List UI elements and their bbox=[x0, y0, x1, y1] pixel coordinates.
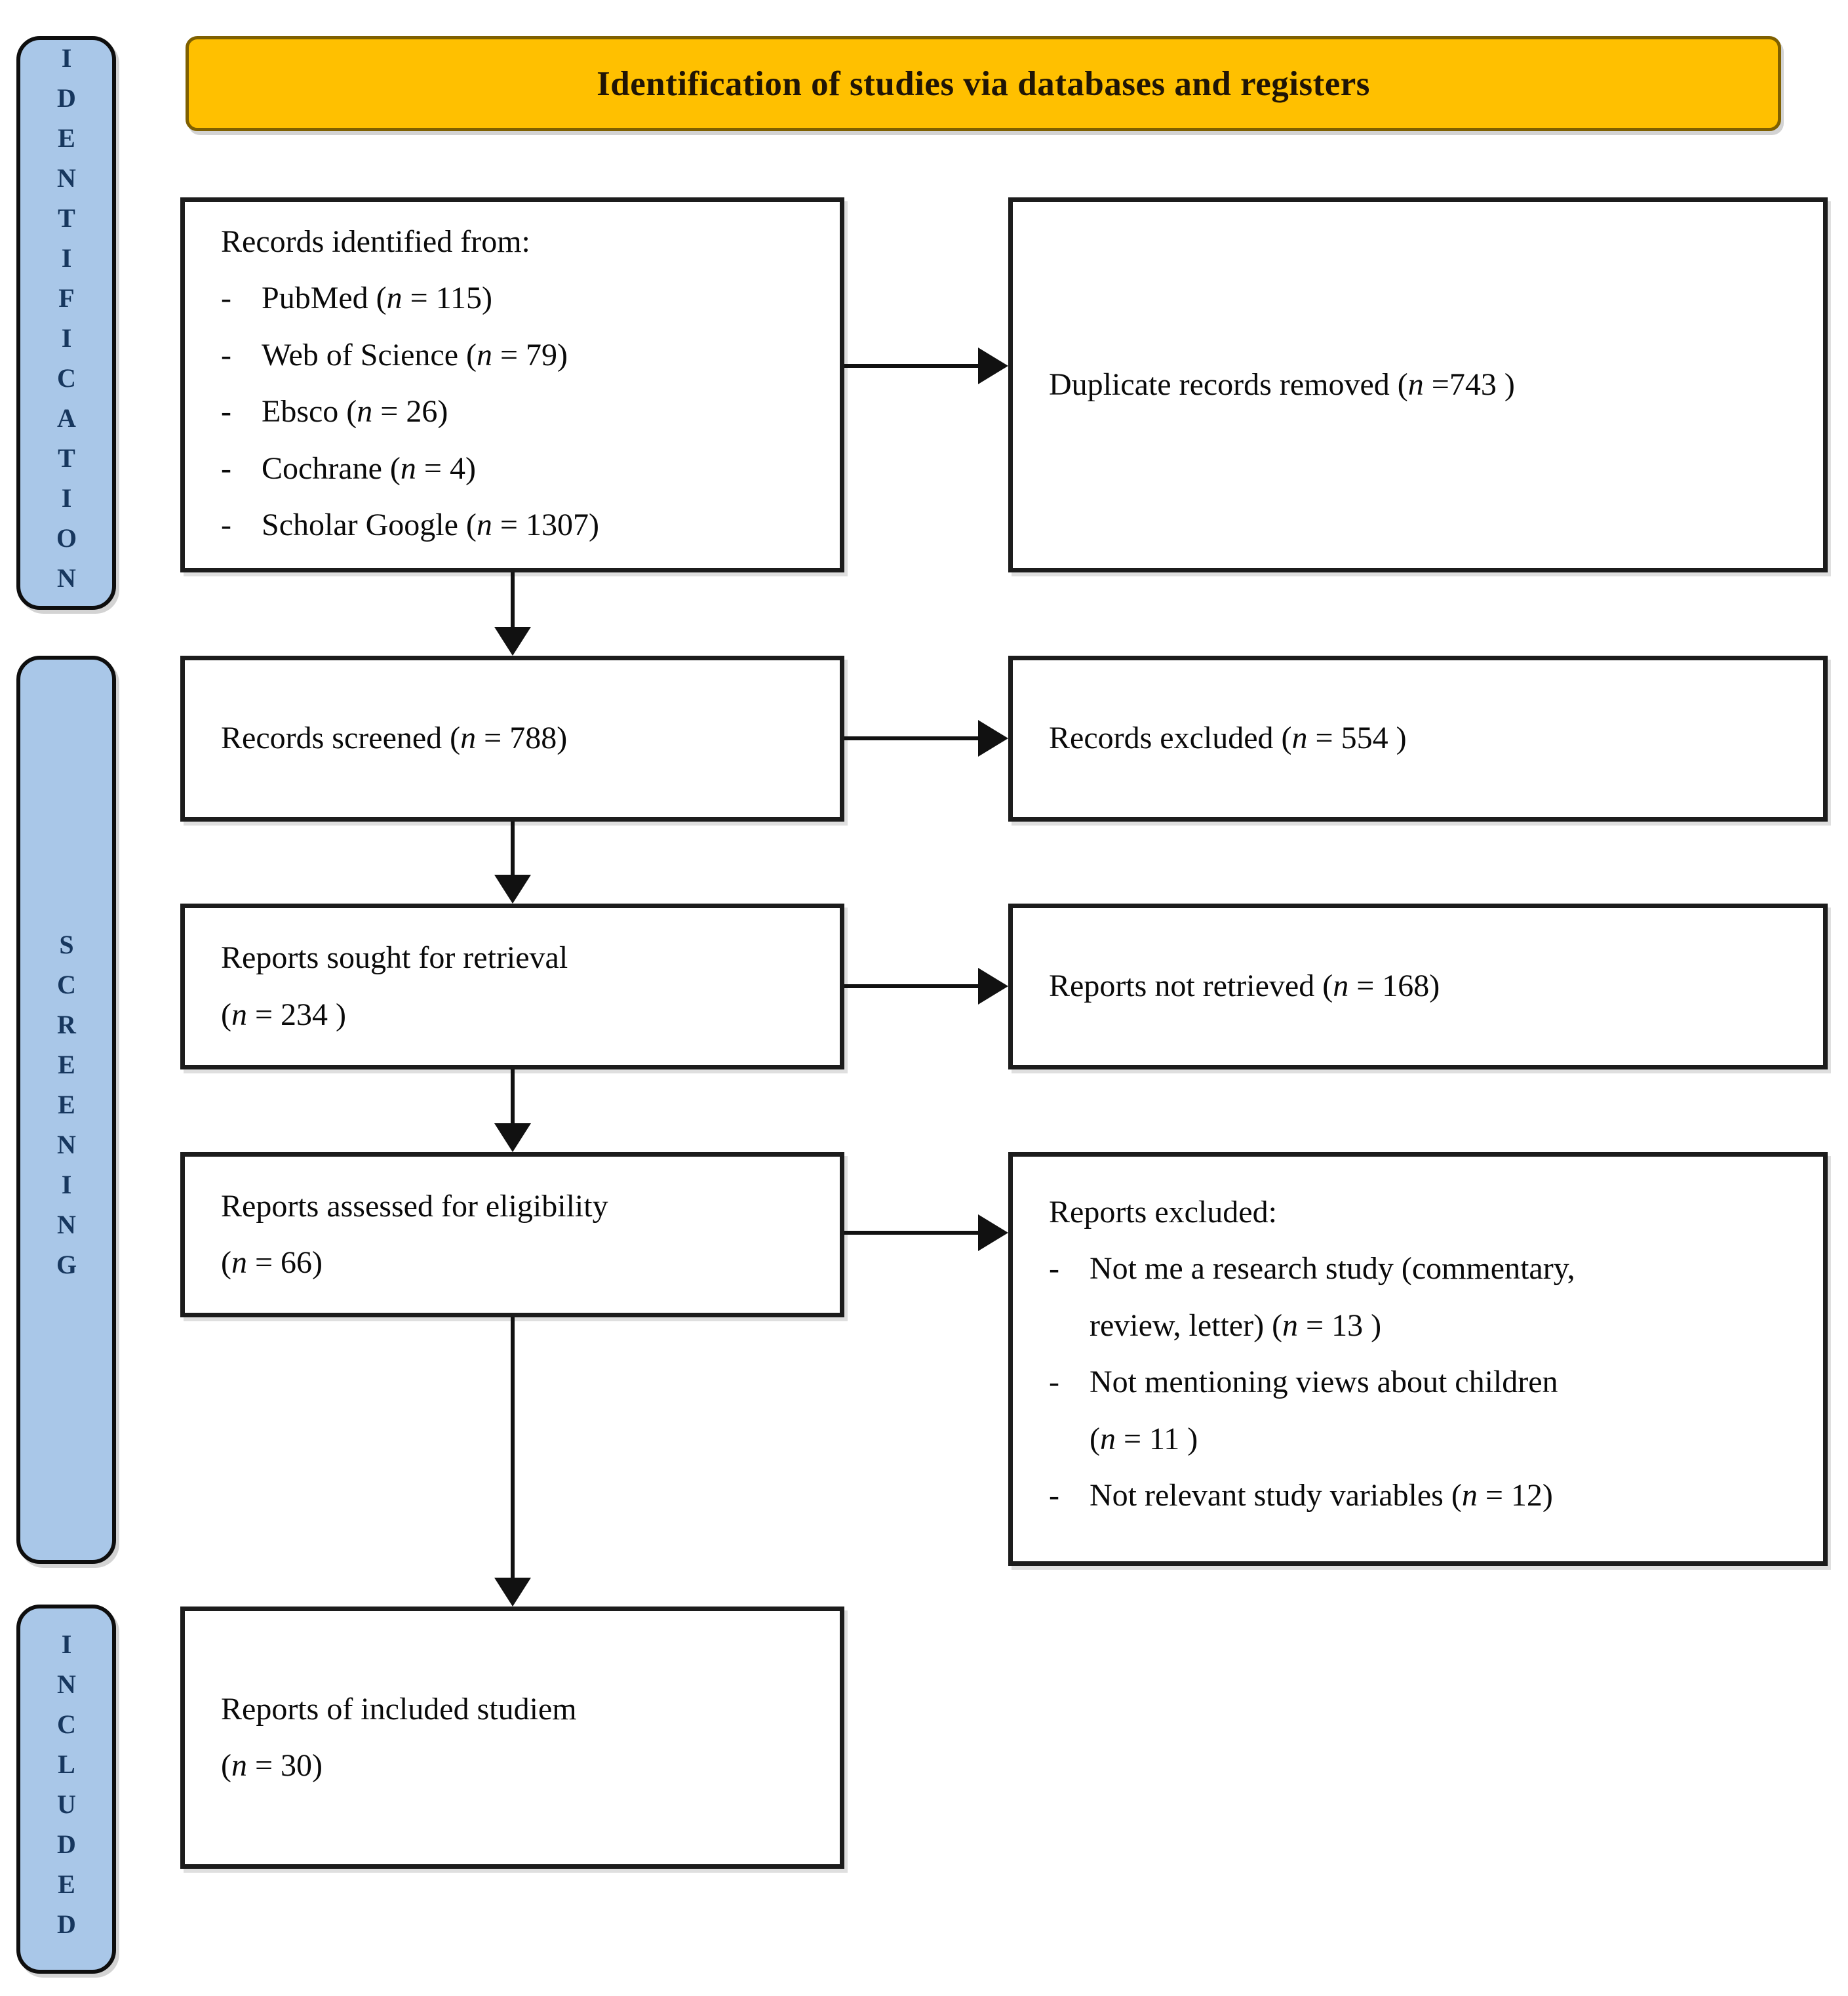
box-reports-sought: Reports sought for retrieval (n = 234 ) bbox=[180, 904, 844, 1069]
exclusion-reason-not-relevant-variables: Not relevant study variables (n = 12) bbox=[1090, 1477, 1553, 1513]
stage-included: INCLUDED bbox=[16, 1605, 116, 1974]
list-item: - Not me a research study (commentary, r… bbox=[1049, 1241, 1797, 1354]
source-pubmed: PubMed (n = 115) bbox=[262, 281, 492, 316]
box-reports-not-retrieved: Reports not retrieved (n = 168) bbox=[1008, 904, 1828, 1069]
arrow-sought-to-assessed-line bbox=[511, 1069, 515, 1126]
bullet-dash: - bbox=[1049, 1365, 1059, 1400]
box-records-identified: Records identified from: - PubMed (n = 1… bbox=[180, 197, 844, 572]
arrow-identified-to-screened-head-icon bbox=[494, 627, 531, 656]
bullet-dash: - bbox=[221, 337, 231, 372]
arrow-screened-to-sought-line bbox=[511, 822, 515, 877]
arrow-assessed-to-included-line bbox=[511, 1317, 515, 1580]
reports-not-retrieved-text: Reports not retrieved (n = 168) bbox=[1049, 968, 1440, 1004]
list-item: - Cochrane (n = 4) bbox=[221, 441, 814, 497]
list-item: - Ebsco (n = 26) bbox=[221, 384, 814, 440]
arrow-sought-to-assessed-head-icon bbox=[494, 1123, 531, 1152]
source-scholar-google: Scholar Google (n = 1307) bbox=[262, 507, 599, 542]
source-cochrane: Cochrane (n = 4) bbox=[262, 450, 476, 486]
exclusion-reason-not-research-study: Not me a research study (commentary, rev… bbox=[1090, 1251, 1575, 1343]
exclusion-reason-not-mentioning-views: Not mentioning views about children (n =… bbox=[1090, 1365, 1558, 1456]
arrow-identified-to-screened-line bbox=[511, 572, 515, 629]
list-item: - Not relevant study variables (n = 12) bbox=[1049, 1467, 1797, 1524]
records-screened-text: Records screened (n = 788) bbox=[221, 721, 568, 756]
box-records-excluded: Records excluded (n = 554 ) bbox=[1008, 656, 1828, 822]
records-identified-heading: Records identified from: bbox=[221, 224, 530, 259]
stage-identification-label: IDENTIFICATION bbox=[52, 43, 81, 603]
stage-identification: IDENTIFICATION bbox=[16, 36, 116, 610]
box-records-screened: Records screened (n = 788) bbox=[180, 656, 844, 822]
title-banner-text: Identification of studies via databases … bbox=[597, 64, 1370, 103]
arrow-sought-to-not-retrieved-head-icon bbox=[978, 968, 1008, 1005]
arrow-screened-to-excluded-head-icon bbox=[978, 720, 1008, 757]
list-item: - Scholar Google (n = 1307) bbox=[221, 497, 814, 553]
arrow-assessed-to-excluded-line bbox=[844, 1231, 981, 1235]
arrow-assessed-to-excluded-head-icon bbox=[978, 1214, 1008, 1251]
records-excluded-text: Records excluded (n = 554 ) bbox=[1049, 721, 1407, 756]
arrow-screened-to-sought-head-icon bbox=[494, 875, 531, 904]
title-banner: Identification of studies via databases … bbox=[186, 36, 1781, 131]
reports-sought-text: Reports sought for retrieval (n = 234 ) bbox=[221, 940, 568, 1032]
bullet-dash: - bbox=[221, 281, 231, 316]
arrow-assessed-to-included-head-icon bbox=[494, 1578, 531, 1607]
box-reports-assessed: Reports assessed for eligibility (n = 66… bbox=[180, 1152, 844, 1317]
bullet-dash: - bbox=[1049, 1251, 1059, 1287]
stage-screening-label: SCREENING bbox=[52, 930, 81, 1290]
source-ebsco: Ebsco (n = 26) bbox=[262, 394, 448, 429]
duplicates-removed-text: Duplicate records removed (n =743 ) bbox=[1049, 367, 1515, 402]
arrow-screened-to-excluded-line bbox=[844, 736, 981, 740]
arrow-identified-to-duplicates-head-icon bbox=[978, 348, 1008, 384]
box-duplicates-removed: Duplicate records removed (n =743 ) bbox=[1008, 197, 1828, 572]
box-reports-excluded: Reports excluded: - Not me a research st… bbox=[1008, 1152, 1828, 1566]
bullet-dash: - bbox=[221, 394, 231, 429]
arrow-identified-to-duplicates-line bbox=[844, 364, 981, 368]
bullet-dash: - bbox=[1049, 1477, 1059, 1513]
arrow-sought-to-not-retrieved-line bbox=[844, 984, 981, 988]
box-reports-included: Reports of included studiem (n = 30) bbox=[180, 1607, 844, 1869]
source-web-of-science: Web of Science (n = 79) bbox=[262, 337, 568, 372]
reports-assessed-text: Reports assessed for eligibility (n = 66… bbox=[221, 1188, 608, 1280]
bullet-dash: - bbox=[221, 450, 231, 486]
list-item: - Web of Science (n = 79) bbox=[221, 327, 814, 384]
bullet-dash: - bbox=[221, 507, 231, 542]
list-item: - PubMed (n = 115) bbox=[221, 270, 814, 327]
list-item: - Not mentioning views about children (n… bbox=[1049, 1354, 1797, 1467]
stage-included-label: INCLUDED bbox=[52, 1629, 81, 1949]
stage-screening: SCREENING bbox=[16, 656, 116, 1564]
reports-excluded-heading: Reports excluded: bbox=[1049, 1195, 1277, 1229]
reports-included-text: Reports of included studiem (n = 30) bbox=[221, 1691, 577, 1783]
